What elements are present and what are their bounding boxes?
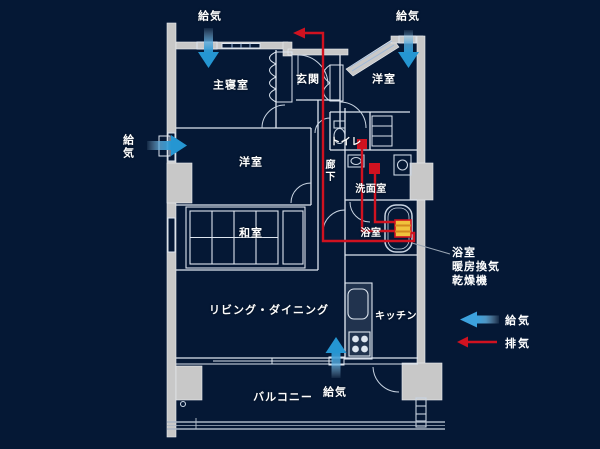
- supply-label-left: 給気: [121, 134, 135, 160]
- bath-unit-callout-line: [411, 242, 451, 255]
- supply-arrow-top-left: [198, 28, 219, 68]
- closets: [269, 51, 393, 147]
- exhaust-port-washroom: [369, 163, 380, 174]
- room-label-hallway: 廊下: [323, 159, 334, 183]
- exhaust-ducts: [297, 31, 416, 243]
- supply-arrow-top-right: [398, 30, 419, 68]
- legend-supply-label: 給気: [505, 314, 531, 327]
- legend-exhaust-label: 排気: [505, 337, 531, 350]
- room-label-japanese-room: 和室: [239, 226, 263, 240]
- room-label-entrance: 玄関: [296, 72, 320, 86]
- bath-unit-label-line3: 乾燥機: [452, 274, 488, 287]
- supply-arrow-bottom: [325, 337, 347, 378]
- interior-walls: [176, 50, 418, 365]
- supply-label-top-left: 給気: [198, 9, 222, 23]
- balcony-railing: [167, 418, 445, 430]
- room-label-washroom: 洗面室: [355, 184, 387, 195]
- room-label-western-room-top: 洋室: [372, 72, 396, 86]
- exhaust-main-duct: [297, 31, 416, 243]
- bath-unit-label-line2: 暖房換気: [452, 260, 500, 273]
- door-arcs: [261, 54, 400, 393]
- supply-label-top-right: 給気: [396, 9, 420, 23]
- bath-unit-callout: 浴室 暖房換気 乾燥機: [452, 246, 500, 288]
- legend-exhaust-arrow: [457, 336, 497, 348]
- room-label-kitchen: キッチン: [375, 311, 417, 322]
- fixtures: [179, 120, 427, 428]
- exhaust-toilet-duct: [360, 149, 395, 233]
- exhaust-washroom-duct: [373, 174, 395, 224]
- room-label-western-room-left: 洋室: [239, 155, 263, 169]
- supply-arrows: [147, 28, 419, 378]
- legend-arrows: [457, 311, 499, 348]
- room-label-toilet: トイレ: [330, 137, 362, 148]
- supply-label-bottom: 給気: [323, 385, 347, 399]
- legend-supply-arrow: [460, 311, 499, 328]
- room-label-balcony: バルコニー: [253, 390, 313, 404]
- room-label-master-bedroom: 主寝室: [213, 78, 249, 92]
- room-label-living-dining: リビング・ダイニング: [209, 303, 329, 317]
- exhaust-port-toilet: [357, 139, 367, 149]
- supply-arrow-left: [147, 135, 187, 156]
- room-label-bathroom: 浴室: [360, 228, 382, 239]
- bath-unit-label-line1: 浴室: [452, 246, 476, 259]
- exhaust-arrowhead: [293, 27, 305, 39]
- japanese-room-tatami: [185, 206, 306, 269]
- bath-unit: [394, 219, 412, 238]
